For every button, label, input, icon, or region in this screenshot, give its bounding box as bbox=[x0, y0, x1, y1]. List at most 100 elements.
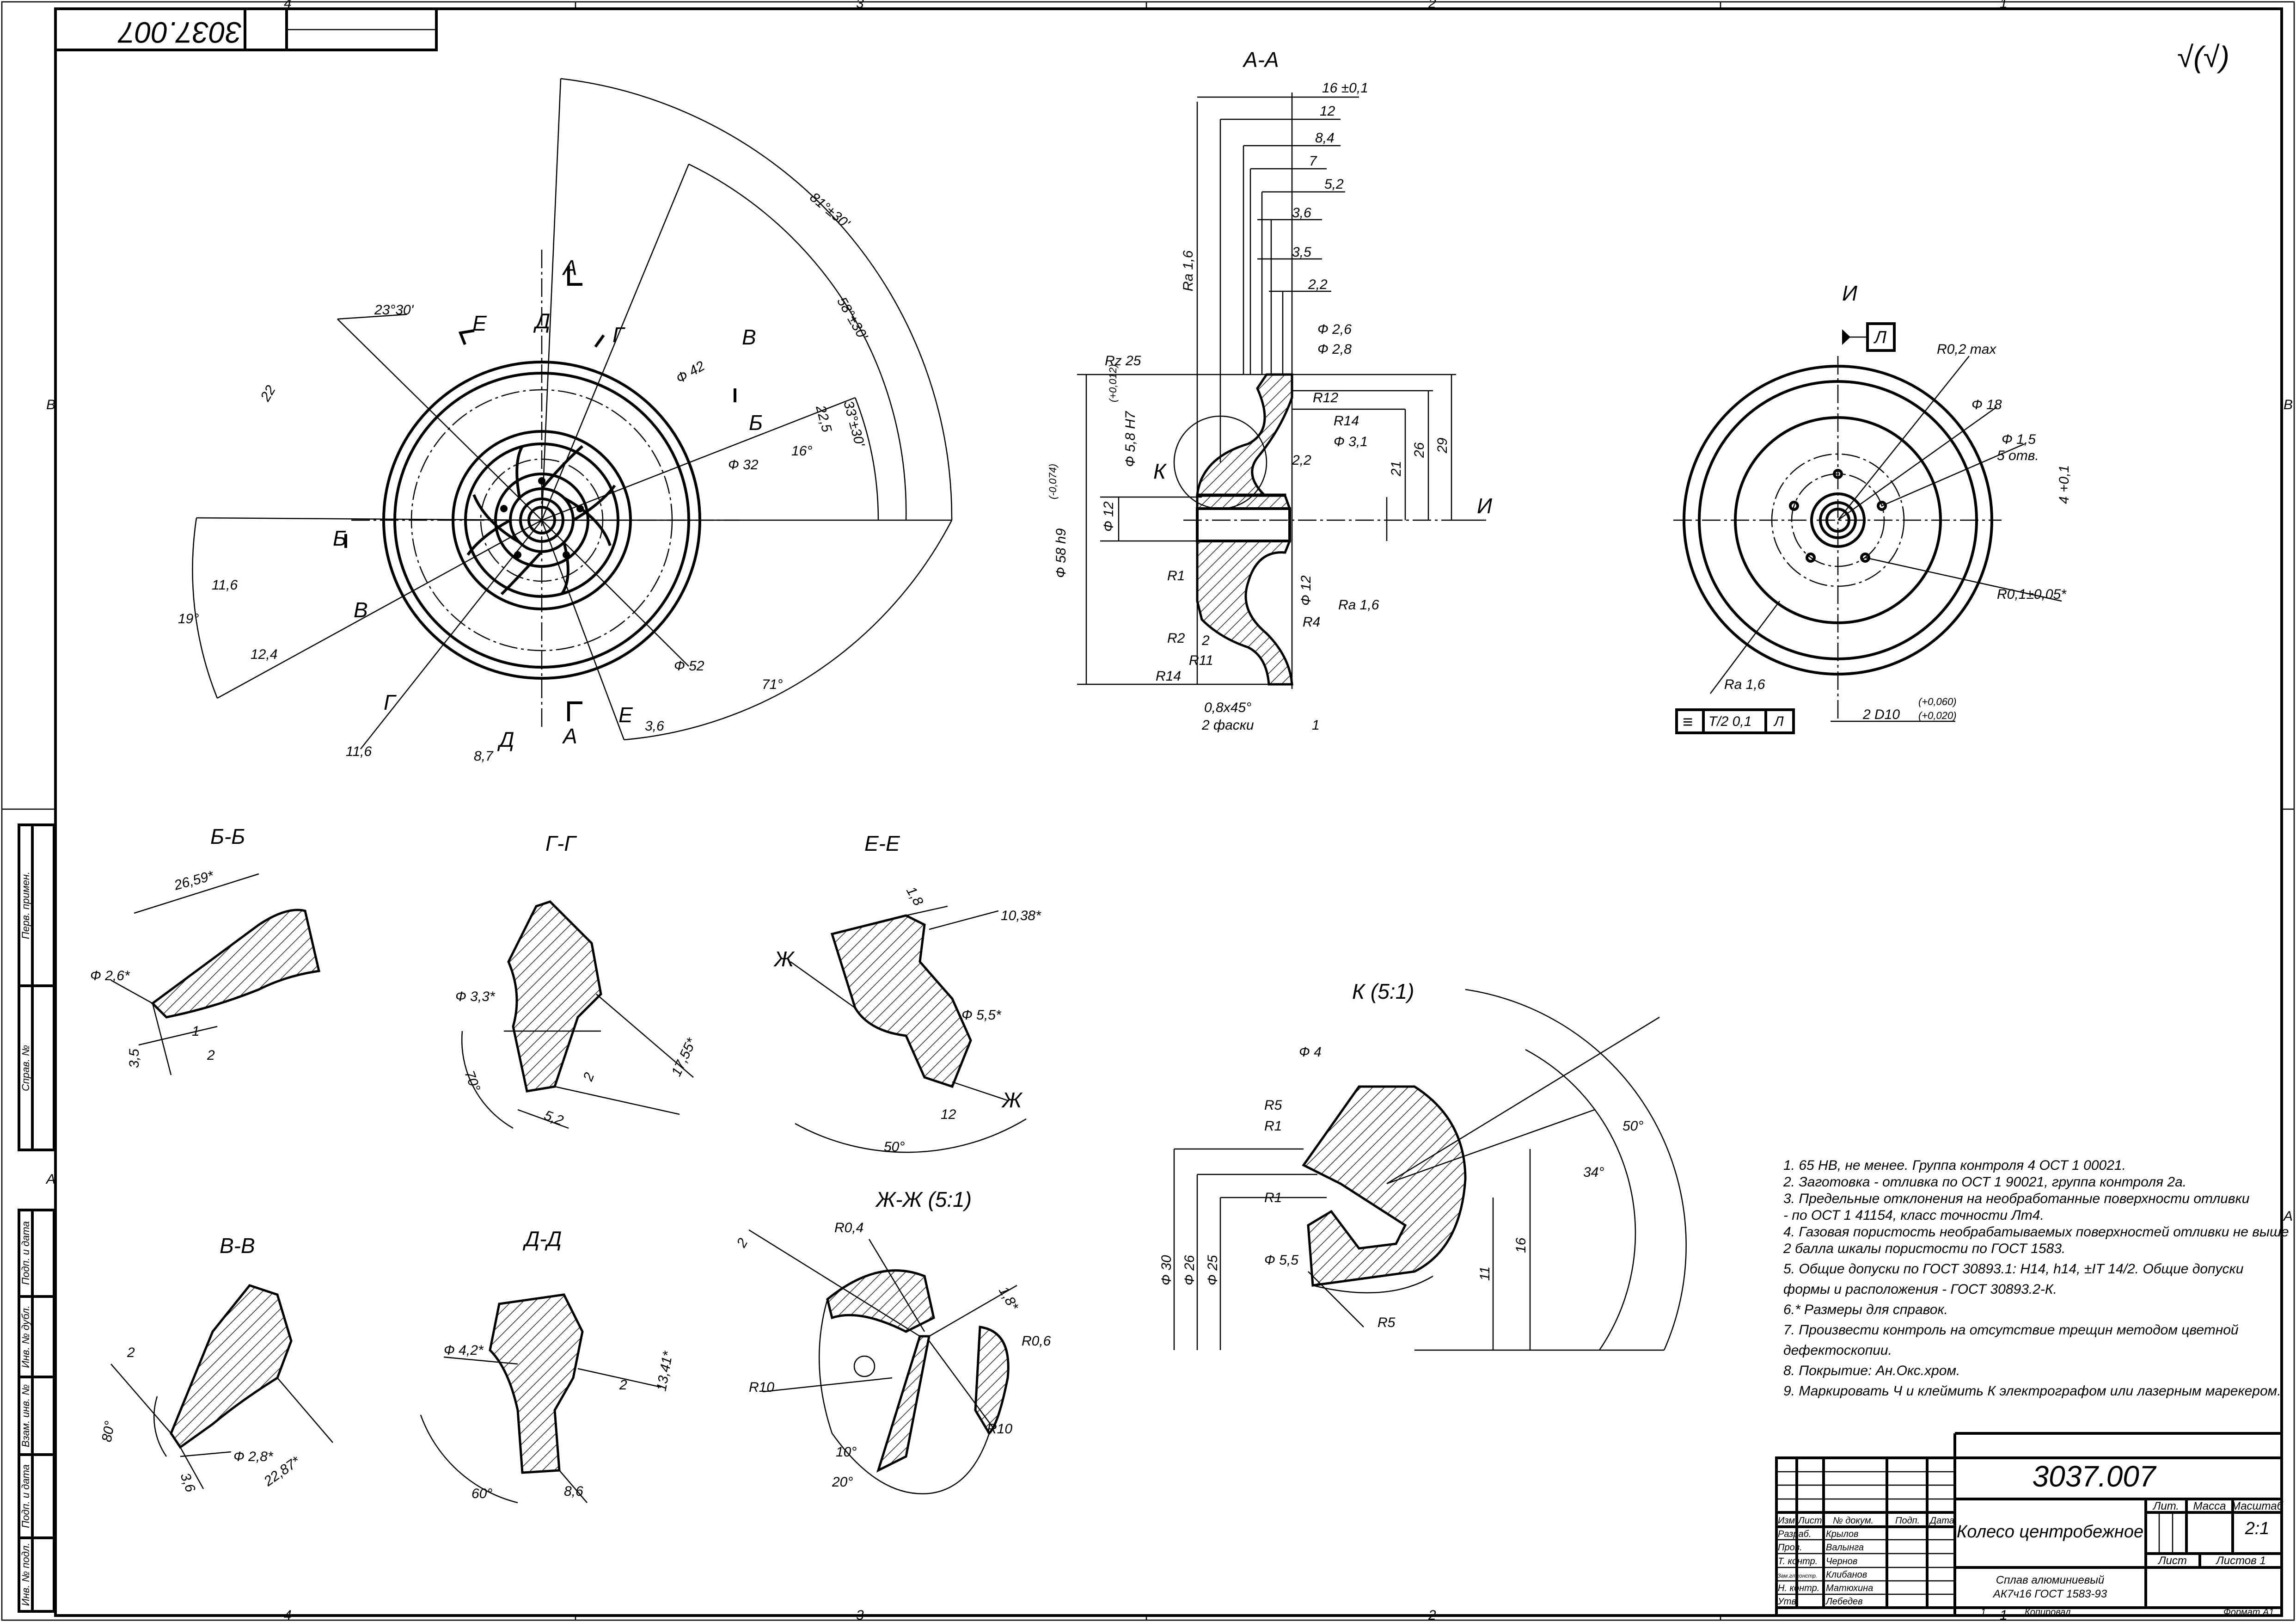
side-label: Инв. № подл. bbox=[20, 1543, 31, 1606]
role-name: Лебедев bbox=[1825, 1597, 1863, 1607]
section-ee: Е-Е 1,8 10,38* Ж Ф 5,5* Ж 12 50° bbox=[773, 831, 1041, 1155]
dimension-label: 10,38* bbox=[1001, 908, 1041, 923]
dimension-label: 4 +0,1 bbox=[2057, 465, 2072, 504]
dimension-label: 11,6 bbox=[346, 744, 372, 759]
dimension-label: 2,2 bbox=[1308, 277, 1328, 292]
dimension-label: 2 bbox=[580, 1070, 597, 1083]
dimension-label: 16° bbox=[791, 443, 812, 459]
dimension-label: 1 bbox=[192, 1024, 200, 1039]
section-dd: Д-Д Ф 4,2* 2 13,41* 60° 8,6 bbox=[420, 1227, 676, 1504]
lit-label: Лит. bbox=[2152, 1500, 2179, 1512]
part-name: Колесо центробежное bbox=[1957, 1522, 2143, 1542]
technical-notes: 1. 65 НВ, не менее. Группа контроля 4 ОС… bbox=[1783, 1158, 2289, 1399]
dimension-label: 26 bbox=[1412, 442, 1427, 458]
symmetry-symbol: ≡ bbox=[1683, 713, 1693, 732]
column-header: Дата bbox=[1929, 1516, 1954, 1526]
column-header: № докум. bbox=[1833, 1516, 1874, 1526]
scale-value: 2:1 bbox=[2245, 1519, 2270, 1538]
zone-label: 1 bbox=[2000, 0, 2008, 11]
section-mark: Е bbox=[472, 311, 487, 335]
side-label: Подп. и дата bbox=[20, 1221, 31, 1285]
note-line: формы и расположения - ГОСТ 30893.2-К. bbox=[1783, 1282, 2057, 1297]
note-line: - по ОСТ 1 41154, класс точности Лт4. bbox=[1783, 1208, 2044, 1223]
section-mark: Г bbox=[384, 690, 397, 714]
dimension-label: 8,6 bbox=[564, 1484, 583, 1499]
dimension-label: 2 bbox=[1201, 633, 1210, 648]
dimension-label: R14 bbox=[1156, 669, 1181, 684]
section-title: А-А bbox=[1242, 48, 1279, 72]
dimension-label: 29 bbox=[1435, 437, 1450, 454]
dimension-label: 8,4 bbox=[1315, 130, 1335, 146]
section-mark: Б bbox=[749, 411, 763, 435]
dimension-label: 22,5 bbox=[813, 403, 834, 434]
section-gg: Г-Г Ф 3,3* 70° 5,2 2 17,55* bbox=[455, 831, 700, 1129]
role-name: Валынга bbox=[1826, 1542, 1864, 1553]
dimension-label: Ф 5,8 H7 bbox=[1123, 411, 1138, 467]
roughness-label: Ra 1,6 bbox=[1338, 597, 1379, 613]
dimension-label: 81°±30' bbox=[807, 190, 853, 232]
dimension-label: (-0,074) bbox=[1047, 464, 1059, 499]
copied-label: Копировал bbox=[2025, 1607, 2070, 1617]
section-title: Е-Е bbox=[864, 831, 900, 855]
dimension-label: 20° bbox=[832, 1475, 853, 1490]
section-title: Ж-Ж (5:1) bbox=[875, 1187, 972, 1211]
section-mark: Е bbox=[618, 703, 633, 727]
zone-label: А bbox=[2283, 1209, 2293, 1224]
dimension-label: 16 ±0,1 bbox=[1322, 80, 1368, 96]
datum-label: Л bbox=[1873, 328, 1887, 347]
dimension-label: Ф 12 bbox=[1101, 501, 1116, 532]
dimension-label: Ф 58 h9 bbox=[1053, 528, 1069, 578]
dimension-label: 0,8x45° bbox=[1204, 700, 1251, 715]
note-line: 2 балла шкалы пористости по ГОСТ 1583. bbox=[1783, 1241, 2065, 1256]
column-header: Подп. bbox=[1895, 1516, 1920, 1526]
section-zz: Ж-Ж (5:1) R0,4 2 1,8* R0,6 R10 R10 10° 2… bbox=[734, 1187, 1051, 1494]
mass-label: Масса bbox=[2193, 1500, 2226, 1512]
dimension-label: Ф 4,2* bbox=[444, 1343, 484, 1358]
section-mark: Д bbox=[497, 727, 514, 751]
side-strip: Перв. примен. Справ. № Подп. и дата Инв.… bbox=[18, 823, 55, 1613]
dimension-label: 50° bbox=[884, 1139, 905, 1155]
dimension-label: R1 bbox=[1167, 568, 1185, 584]
role-label: Т. контр. bbox=[1778, 1556, 1818, 1567]
dimension-label: 2 bbox=[619, 1377, 627, 1393]
dimension-label: 3,5 bbox=[127, 1049, 142, 1068]
format-label: Формат А1 bbox=[2223, 1607, 2274, 1617]
section-title: В-В bbox=[220, 1234, 255, 1258]
dimension-label: R0,4 bbox=[834, 1220, 863, 1235]
tolerance-frame: ≡ T/2 0,1 Л bbox=[1675, 708, 1795, 734]
rotated-designation-stamp: 3037.007 bbox=[54, 7, 438, 51]
material-line: АК7ч16 ГОСТ 1583-93 bbox=[1992, 1588, 2107, 1600]
dimension-label: Ф 3,3* bbox=[455, 989, 496, 1004]
zone-label: В bbox=[2284, 397, 2293, 412]
dimension-label: R4 bbox=[1303, 614, 1320, 630]
dimension-label: 7 bbox=[1309, 154, 1317, 169]
zone-label: А bbox=[45, 1172, 55, 1187]
dimension-label: 58°±30' bbox=[834, 295, 871, 343]
zone-label: В bbox=[46, 397, 55, 412]
dimension-label: 33°±30' bbox=[840, 399, 867, 449]
dimension-label: 13,41* bbox=[654, 1350, 676, 1392]
dimension-label: Ф 32 bbox=[728, 457, 759, 473]
dimension-label: Ф 42 bbox=[673, 358, 708, 387]
dimension-label: 5 отв. bbox=[1997, 448, 2039, 463]
sheets-label: Листов 1 bbox=[2215, 1554, 2265, 1567]
section-mark: Ж bbox=[773, 947, 795, 971]
dimension-label: R11 bbox=[1189, 653, 1213, 668]
dimension-label: 16 bbox=[1513, 1237, 1529, 1253]
dimension-label: R1 bbox=[1264, 1118, 1282, 1134]
dimension-label: Ф 2,6* bbox=[90, 968, 130, 983]
scale-label: Масштаб bbox=[2231, 1500, 2284, 1512]
dimension-label: R0,1±0,05* bbox=[1997, 587, 2067, 602]
column-header: Лист bbox=[1797, 1516, 1822, 1526]
dimension-label: R14 bbox=[1334, 413, 1359, 429]
note-line: 7. Произвести контроль на отсутствие тре… bbox=[1783, 1322, 2239, 1338]
dimension-label: 80° bbox=[99, 1420, 117, 1443]
title-block: 3037.007 Колесо центробежное Сплав алюми… bbox=[1775, 1432, 2284, 1617]
dimension-label: 2 фаски bbox=[1201, 718, 1254, 733]
dimension-label: 2 bbox=[734, 1235, 751, 1250]
detail-k: К (5:1) Ф 4 R5 R1 R1 Ф 5,5 R5 Ф 30 Ф 26 … bbox=[1159, 979, 1687, 1351]
dimension-label: 2 bbox=[127, 1345, 135, 1360]
sheet-label: Лист bbox=[2157, 1554, 2187, 1567]
